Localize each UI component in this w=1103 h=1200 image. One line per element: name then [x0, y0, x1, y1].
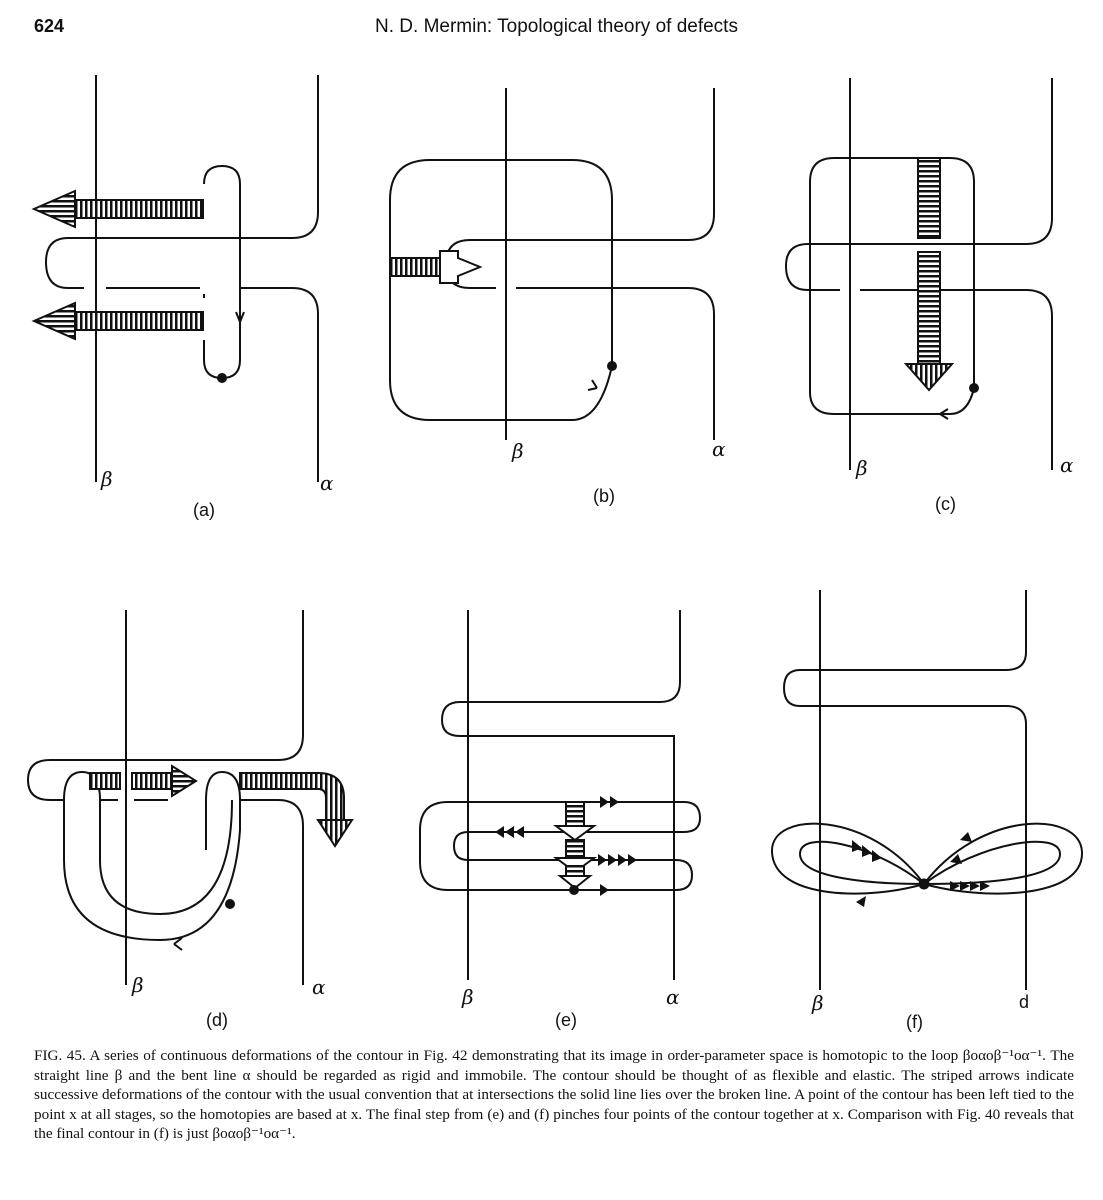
deform-arrow-b [389, 257, 441, 277]
base-point-x-c [969, 383, 979, 393]
beta-label-b: β [511, 439, 524, 463]
alpha-line-c [974, 78, 1053, 470]
running-head: N. D. Mermin: Topological theory of defe… [375, 16, 738, 37]
contour-d [63, 770, 241, 942]
contour-b [389, 159, 613, 421]
deform-arrow-left-d [89, 772, 121, 790]
beta-label-f: β [811, 991, 824, 1015]
alpha-label-c: α [1060, 453, 1074, 477]
base-point-x-f [918, 878, 930, 890]
alpha-label-d: α [312, 975, 326, 999]
panel-c [784, 78, 1053, 470]
panel-label-b: (b) [593, 486, 615, 506]
deform-arrow-mid-d [131, 772, 173, 790]
panel-e [419, 610, 702, 980]
contour-e [419, 801, 702, 891]
page-number: 624 [34, 16, 65, 36]
beta-label-d: β [131, 973, 144, 997]
contour-a [44, 164, 241, 380]
panel-label-f: (f) [906, 1012, 923, 1032]
panel-label-a: (a) [193, 500, 215, 520]
beta-label-e: β [461, 985, 474, 1009]
contour-c [784, 157, 975, 415]
alpha-line-a [240, 75, 319, 482]
base-point-x-d [225, 899, 235, 909]
alpha-line-b [612, 88, 715, 440]
figure-caption: FIG. 45. A series of continuous deformat… [34, 1047, 1074, 1143]
deform-arrow-hook-d [239, 772, 345, 821]
panel-b [389, 88, 715, 440]
panel-f [770, 590, 1084, 990]
panel-label-c: (c) [935, 494, 956, 514]
alpha-line-d [26, 610, 304, 801]
deform-arrow-lower-c [917, 251, 941, 365]
alpha-label-f: d [1019, 992, 1029, 1012]
alpha-label-e: α [666, 985, 680, 1009]
deform-arrow-upper-c [917, 157, 941, 239]
alpha-line-f [782, 590, 1027, 990]
contour-f [770, 822, 1084, 895]
beta-label-a: β [100, 467, 113, 491]
panel-d [26, 610, 354, 985]
figure-45: β α β α β α β α β α β d (a) (b) (c) (d) … [26, 75, 1084, 1032]
panel-label-e: (e) [555, 1010, 577, 1030]
alpha-line-e [440, 610, 681, 980]
deform-arrow-lower-a [74, 311, 204, 331]
alpha-label-b: α [712, 437, 726, 461]
deform-arrows-e [565, 801, 585, 827]
deform-arrow-upper-a [74, 199, 204, 219]
base-point-x-b [607, 361, 617, 371]
panel-label-d: (d) [206, 1010, 228, 1030]
alpha-label-a: α [320, 471, 334, 495]
beta-label-c: β [855, 456, 868, 480]
base-point-x-a [217, 373, 227, 383]
base-point-x-e [569, 885, 579, 895]
panel-a [31, 75, 319, 482]
